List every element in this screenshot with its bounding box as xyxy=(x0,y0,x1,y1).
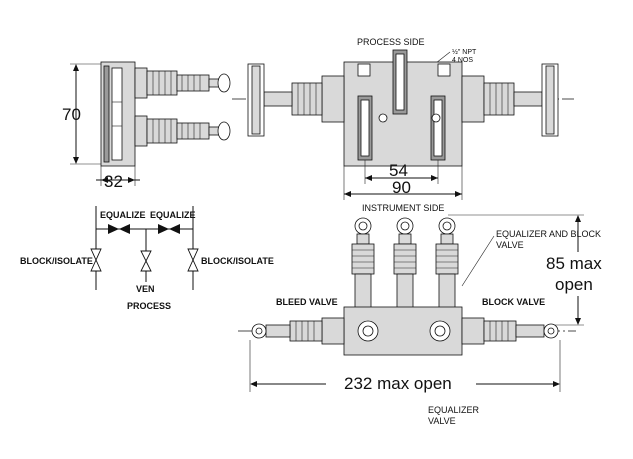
dim-90-label: 90 xyxy=(392,178,411,197)
process-side-label: PROCESS SIDE xyxy=(357,37,425,47)
block-isolate-right-label: BLOCK/ISOLATE xyxy=(201,256,274,266)
block-valve-label: BLOCK VALVE xyxy=(482,297,545,307)
max-232-label: 232 max open xyxy=(344,374,452,393)
equalize-left-label: EQUALIZE xyxy=(100,210,146,220)
bleed-valve-label: BLEED VALVE xyxy=(276,297,338,307)
equalizer-valve-label-1: EQUALIZER xyxy=(428,405,480,415)
equalizer-valve-label-2: VALVE xyxy=(428,416,456,426)
dim-54-label: 54 xyxy=(389,161,408,180)
vertical-valve-left xyxy=(351,217,375,311)
vent-label: VEN xyxy=(136,284,155,294)
vertical-valve-center xyxy=(393,217,417,311)
npt-label: ½" NPT xyxy=(452,48,477,56)
dim-32-label: 32 xyxy=(104,172,123,191)
max-85-open-label: open xyxy=(555,275,593,294)
instrument-side-label: INSTRUMENT SIDE xyxy=(362,203,444,213)
front-view: INSTRUMENT SIDE EQUALIZER AND BLOCK VALV… xyxy=(238,203,610,426)
equalizer-block-label-2: VALVE xyxy=(496,240,524,250)
block-isolate-left-label: BLOCK/ISOLATE xyxy=(20,256,93,266)
side-view: 70 xyxy=(62,61,231,191)
vertical-valve-right xyxy=(435,217,459,311)
dim-70-label: 70 xyxy=(62,105,81,124)
npt-count-label: 4 NOS xyxy=(452,57,473,64)
process-label: PROCESS xyxy=(127,301,171,311)
equalizer-block-label-1: EQUALIZER AND BLOCK xyxy=(496,229,601,239)
valve-schematic: EQUALIZE EQUALIZE BLOCK/ISOLATE BLOCK/IS… xyxy=(20,206,274,311)
max-85-label: 85 max xyxy=(546,254,602,273)
top-view: PROCESS SIDE ½" NPT 4 NOS xyxy=(232,37,574,200)
equalize-right-label: EQUALIZE xyxy=(150,210,196,220)
